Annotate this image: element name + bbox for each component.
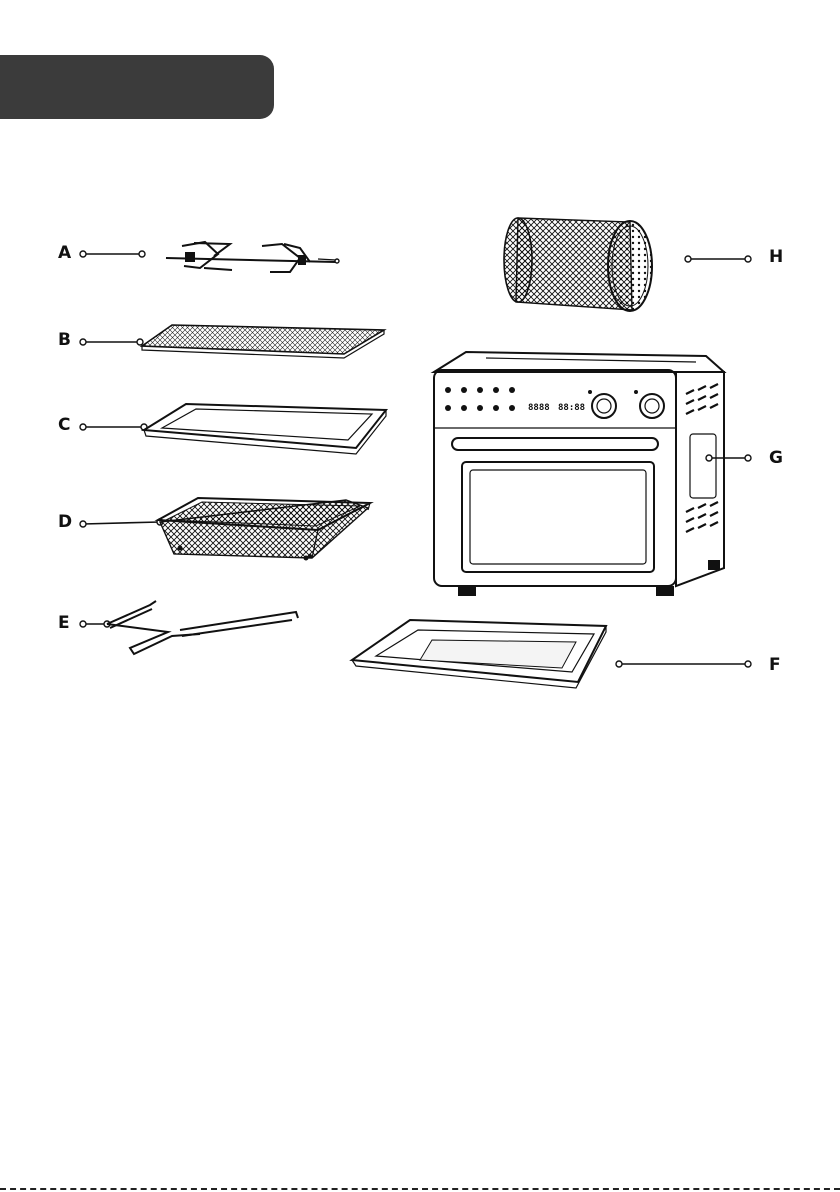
label-a: A <box>58 243 72 263</box>
drip-tray-illustration <box>352 620 606 688</box>
rotisserie-basket-illustration <box>504 218 652 311</box>
leader-g <box>706 455 751 461</box>
wire-rack-illustration <box>142 325 384 358</box>
air-fryer-oven-illustration: 8888 88:88 <box>434 352 724 596</box>
oven-display-right: 88:88 <box>558 403 585 413</box>
label-c: C <box>58 415 70 435</box>
timer-knob <box>640 394 664 418</box>
temperature-knob <box>592 394 616 418</box>
page-bottom-border <box>0 1188 840 1192</box>
fork-remover-illustration <box>107 601 298 654</box>
leader-f <box>616 661 751 667</box>
leader-e <box>80 621 110 627</box>
mesh-basket-illustration <box>158 498 370 561</box>
baking-tray-illustration <box>144 404 386 454</box>
rotisserie-spit-illustration <box>166 242 339 272</box>
leader-b <box>80 339 143 345</box>
leader-h <box>685 256 751 262</box>
label-d: D <box>58 512 72 532</box>
label-h: H <box>769 247 783 267</box>
oven-display-left: 8888 <box>528 403 550 413</box>
label-e: E <box>58 613 70 633</box>
leader-c <box>80 424 147 430</box>
oven-window <box>462 462 654 572</box>
label-b: B <box>58 330 71 350</box>
label-f: F <box>769 655 781 675</box>
leader-d <box>80 519 163 527</box>
label-g: G <box>769 448 783 468</box>
leader-a <box>80 251 145 257</box>
door-handle <box>452 438 658 450</box>
